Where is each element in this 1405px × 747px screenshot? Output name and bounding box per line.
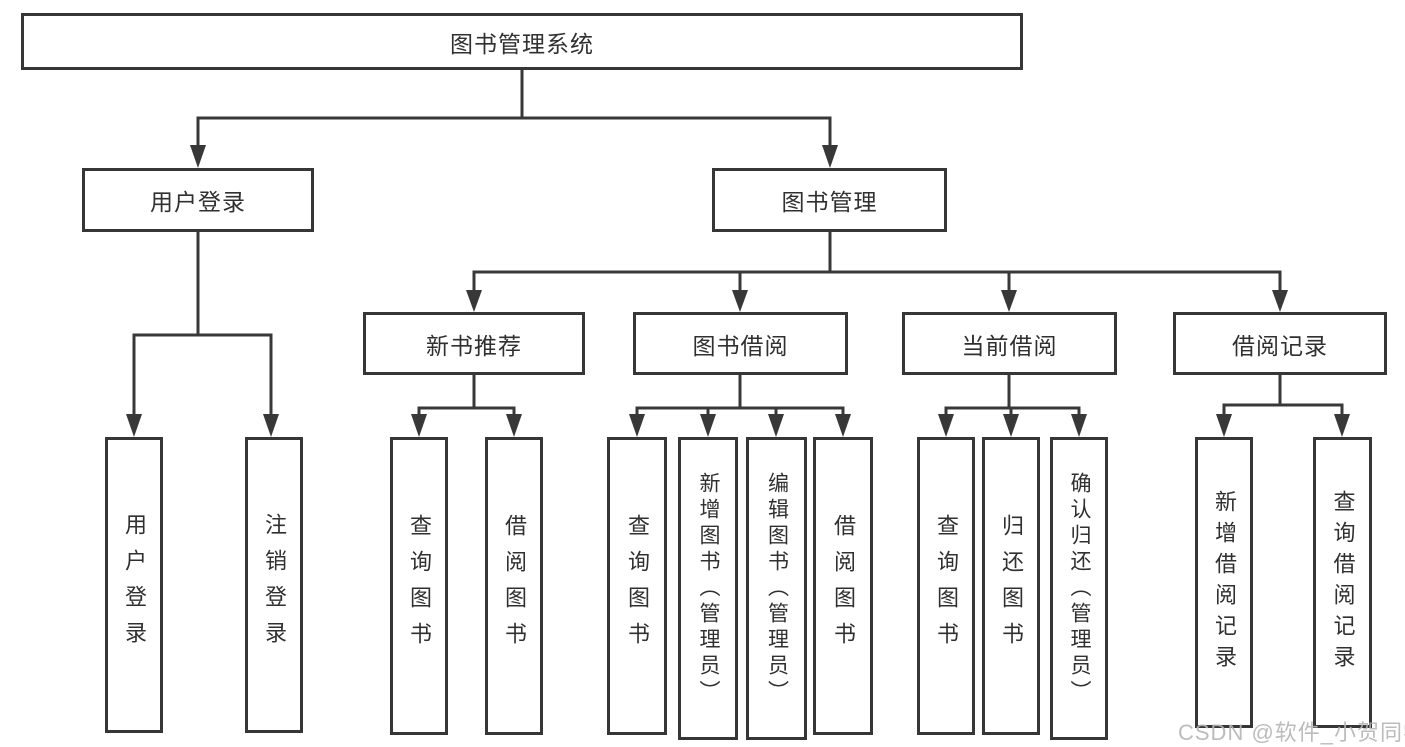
leaf-query-book-current: 查询图书 bbox=[917, 437, 975, 735]
leaf-logout: 注销登录 bbox=[245, 437, 303, 733]
node-library-system: 图书管理系统 bbox=[21, 13, 1023, 70]
node-new-book-recommend: 新书推荐 bbox=[363, 312, 585, 375]
node-current-borrow: 当前借阅 bbox=[902, 312, 1117, 375]
leaf-query-book-borrow: 查询图书 bbox=[607, 437, 667, 735]
connector-user-login-children bbox=[126, 232, 279, 437]
leaf-confirm-return-admin: 确认归还（管理员） bbox=[1050, 437, 1108, 740]
leaf-add-book-admin: 新增图书（管理员） bbox=[678, 437, 738, 740]
connector-root-to-level2 bbox=[190, 70, 838, 168]
leaf-query-book-newrec: 查询图书 bbox=[390, 437, 448, 735]
connector-new-book-children bbox=[411, 375, 522, 437]
leaf-query-borrow-record: 查询借阅记录 bbox=[1313, 437, 1372, 728]
connector-current-borrow-children bbox=[938, 375, 1087, 437]
connector-borrow-records-children bbox=[1216, 375, 1350, 437]
leaf-borrow-book-borrow: 借阅图书 bbox=[813, 437, 873, 735]
leaf-user-login: 用户登录 bbox=[105, 437, 163, 733]
leaf-add-borrow-record: 新增借阅记录 bbox=[1195, 437, 1253, 728]
connector-book-management-children bbox=[466, 232, 1288, 312]
node-book-management: 图书管理 bbox=[712, 168, 947, 232]
leaf-return-book: 归还图书 bbox=[982, 437, 1040, 735]
csdn-watermark: CSDN @软件_小贺同学 bbox=[1178, 720, 1405, 745]
leaf-borrow-book-newrec: 借阅图书 bbox=[485, 437, 543, 735]
node-borrow-records: 借阅记录 bbox=[1173, 312, 1387, 375]
leaf-edit-book-admin: 编辑图书（管理员） bbox=[746, 437, 807, 740]
node-book-borrow: 图书借阅 bbox=[633, 312, 848, 375]
node-user-login: 用户登录 bbox=[82, 168, 314, 232]
connector-book-borrow-children bbox=[629, 375, 851, 437]
